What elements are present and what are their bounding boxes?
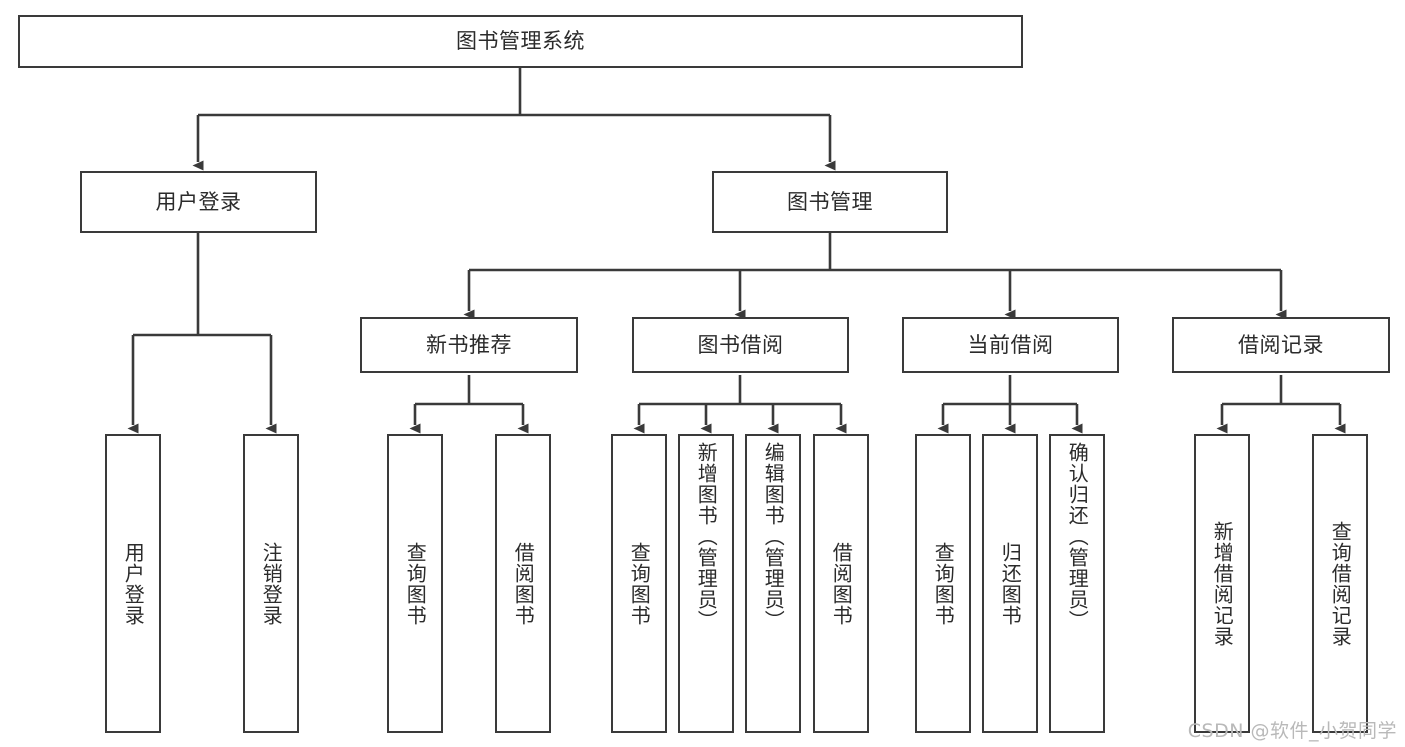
node-book-management[interactable]: 图书管理 (712, 171, 948, 233)
leaf-add-borrow-record[interactable]: 新增借阅记录 (1194, 434, 1250, 733)
leaf-query-book-borrow[interactable]: 查询图书 (611, 434, 667, 733)
node-user-login[interactable]: 用户登录 (80, 171, 317, 233)
leaf-edit-book-admin-label: 编辑图书（管理员） (761, 442, 786, 631)
leaf-user-login-label: 用户登录 (121, 541, 146, 626)
leaf-confirm-return-admin-label: 确认归还（管理员） (1065, 442, 1090, 631)
node-new-book-recommend-label: 新书推荐 (426, 332, 512, 357)
node-root-label: 图书管理系统 (456, 29, 585, 54)
leaf-return-book[interactable]: 归还图书 (982, 434, 1038, 733)
leaf-logout[interactable]: 注销登录 (243, 434, 299, 733)
leaf-add-book-admin-label: 新增图书（管理员） (694, 442, 719, 631)
leaf-query-borrow-record-label: 查询借阅记录 (1328, 520, 1353, 647)
leaf-user-login[interactable]: 用户登录 (105, 434, 161, 733)
leaf-query-book-recommend[interactable]: 查询图书 (387, 434, 443, 733)
node-current-borrow-label: 当前借阅 (967, 332, 1054, 357)
leaf-query-book-borrow-label: 查询图书 (627, 541, 652, 626)
leaf-borrow-book[interactable]: 借阅图书 (813, 434, 869, 733)
leaf-query-book-current-label: 查询图书 (931, 541, 956, 626)
leaf-query-borrow-record[interactable]: 查询借阅记录 (1312, 434, 1368, 733)
leaf-return-book-label: 归还图书 (998, 541, 1023, 626)
leaf-confirm-return-admin[interactable]: 确认归还（管理员） (1049, 434, 1105, 733)
leaf-add-book-admin[interactable]: 新增图书（管理员） (678, 434, 734, 733)
node-book-borrow[interactable]: 图书借阅 (632, 317, 849, 373)
node-book-borrow-label: 图书借阅 (697, 332, 784, 357)
node-user-login-label: 用户登录 (155, 189, 242, 214)
leaf-borrow-book-recommend-label: 借阅图书 (511, 541, 536, 626)
leaf-query-book-recommend-label: 查询图书 (403, 541, 428, 626)
node-borrow-record-label: 借阅记录 (1238, 332, 1324, 357)
leaf-edit-book-admin[interactable]: 编辑图书（管理员） (745, 434, 801, 733)
node-current-borrow[interactable]: 当前借阅 (902, 317, 1119, 373)
node-root[interactable]: 图书管理系统 (18, 15, 1023, 68)
leaf-query-book-current[interactable]: 查询图书 (915, 434, 971, 733)
leaf-add-borrow-record-label: 新增借阅记录 (1210, 520, 1235, 647)
leaf-borrow-book-recommend[interactable]: 借阅图书 (495, 434, 551, 733)
node-book-management-label: 图书管理 (787, 189, 873, 214)
leaf-logout-label: 注销登录 (259, 541, 284, 626)
node-new-book-recommend[interactable]: 新书推荐 (360, 317, 578, 373)
leaf-borrow-book-label: 借阅图书 (829, 541, 854, 626)
node-borrow-record[interactable]: 借阅记录 (1172, 317, 1390, 373)
